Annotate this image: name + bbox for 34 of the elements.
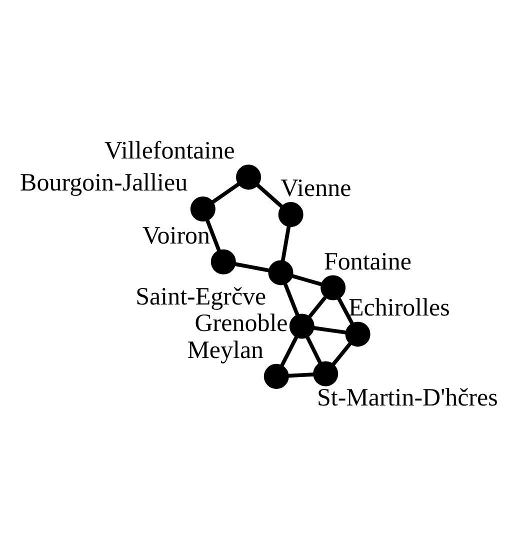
node-label: Saint-Egrčve bbox=[136, 282, 266, 310]
connector bbox=[205, 219, 221, 251]
connector bbox=[256, 183, 284, 208]
node-circle bbox=[268, 260, 294, 285]
connector bbox=[332, 342, 352, 366]
node-label: Grenoble bbox=[194, 309, 288, 336]
connector bbox=[211, 182, 240, 204]
node-label: Fontaine bbox=[324, 248, 412, 275]
node-circle bbox=[313, 360, 338, 386]
node-label: Meylan bbox=[187, 336, 264, 364]
node-label: St-Martin-D'hčres bbox=[316, 384, 498, 411]
node-circle bbox=[320, 274, 346, 300]
connector bbox=[280, 336, 298, 366]
node-label: Vienne bbox=[280, 174, 352, 202]
node-circle bbox=[236, 164, 262, 190]
connector bbox=[292, 274, 322, 286]
node-circle bbox=[264, 363, 289, 388]
node-circle bbox=[190, 196, 216, 221]
connector bbox=[280, 226, 291, 261]
connector bbox=[313, 326, 346, 334]
node-label: Voiron bbox=[142, 222, 210, 249]
connector bbox=[288, 372, 314, 378]
connector bbox=[306, 336, 322, 364]
connector bbox=[337, 297, 354, 324]
node-circle bbox=[278, 202, 304, 227]
connector bbox=[308, 296, 327, 318]
node-label: Bourgoin-Jallieu bbox=[20, 169, 188, 196]
node-circle bbox=[345, 321, 370, 346]
connector bbox=[283, 282, 300, 316]
connector bbox=[234, 262, 270, 272]
node-label: Echirolles bbox=[348, 294, 450, 322]
node-circle bbox=[289, 313, 314, 338]
node-label: Villefontaine bbox=[104, 137, 235, 164]
node-circle bbox=[210, 248, 236, 274]
